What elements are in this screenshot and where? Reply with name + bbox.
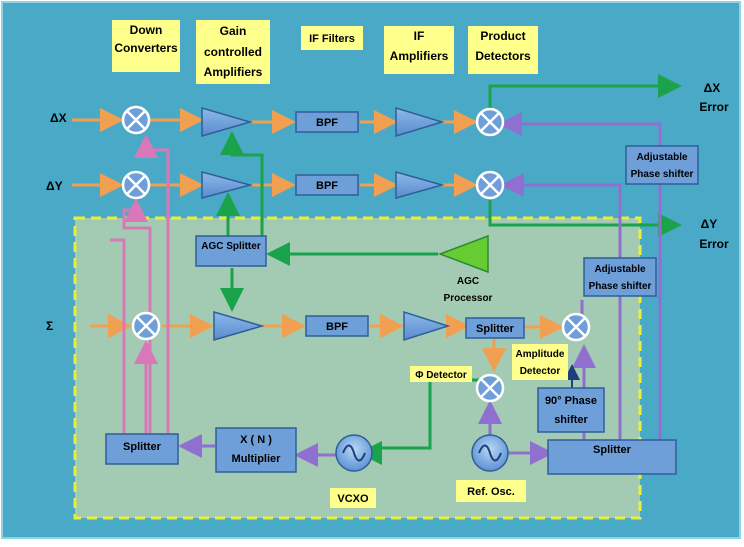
output-dx-line2: Error xyxy=(699,100,729,114)
phi-detector-text: Φ Detector xyxy=(415,370,467,381)
agc-splitter-block: AGC Splitter xyxy=(195,235,267,267)
bpf-sum: BPF xyxy=(305,315,369,337)
header-down-converters-line1: Down xyxy=(130,23,163,37)
adj-phase-bottom-line2: Phase shifter xyxy=(589,281,652,292)
phase-shifter-90-block: 90° Phase shifter xyxy=(537,387,605,433)
amplifier-row1-gain xyxy=(201,107,253,137)
agc-processor-line2: Processor xyxy=(444,293,493,304)
header-if-filters: IF Filters xyxy=(301,26,363,50)
sum-splitter-label: Splitter xyxy=(476,323,515,335)
header-if-amp-line1: IF xyxy=(414,29,425,43)
input-label-sigma: Σ xyxy=(46,319,53,333)
amplitude-detector-line1: Amplitude xyxy=(516,349,565,360)
header-down-converters: Down Converters xyxy=(112,20,180,72)
header-if-filters-text: IF Filters xyxy=(309,33,355,45)
vcxo-text: VCXO xyxy=(337,493,369,505)
mixer-sum-down xyxy=(131,311,161,341)
multiplier-line1: X ( N ) xyxy=(240,434,272,446)
ref-osc-label: Ref. Osc. xyxy=(456,480,526,502)
ref-oscillator xyxy=(471,434,509,472)
amplifier-icon xyxy=(403,310,451,342)
amplifier-row2-if xyxy=(395,171,445,199)
mixers xyxy=(121,105,591,403)
amplifier-icon xyxy=(213,311,265,341)
mixer-cross xyxy=(126,175,146,195)
agc-splitter-label: AGC Splitter xyxy=(201,241,261,252)
lo-splitter-label: Splitter xyxy=(123,441,162,453)
adj-phase-top-line1: Adjustable xyxy=(636,152,688,163)
ref-splitter-label: Splitter xyxy=(593,444,632,456)
header-gain-line1: Gain xyxy=(220,24,247,38)
output-dy-line1: ΔY xyxy=(701,217,718,231)
sine-wave-icon xyxy=(342,444,366,462)
bpf-row2: BPF xyxy=(295,174,359,196)
sum-splitter-block: Splitter xyxy=(465,317,525,339)
amplifier-sum-if xyxy=(403,310,451,342)
input-label-dy: ΔY xyxy=(46,179,63,193)
sine-wave-icon xyxy=(478,444,502,462)
vcxo-label: VCXO xyxy=(330,488,376,508)
mixer-cross xyxy=(480,112,500,132)
amplifier-icon xyxy=(201,107,253,137)
bpf-row2-label: BPF xyxy=(316,180,338,192)
mixer-cross xyxy=(126,110,146,130)
output-dy-line2: Error xyxy=(699,237,729,251)
adj-phase-bottom-line1: Adjustable xyxy=(594,264,646,275)
phase-shifter-90-line1: 90° Phase xyxy=(545,395,597,407)
amplifier-row2-gain xyxy=(201,171,253,199)
amplifier-icon xyxy=(201,171,253,199)
amplifier-icon xyxy=(395,106,445,138)
adj-phase-top-line2: Phase shifter xyxy=(631,169,694,180)
purple-reference-paths xyxy=(178,112,662,467)
ref-osc-text: Ref. Osc. xyxy=(467,486,515,498)
header-if-amp-line2: Amplifiers xyxy=(390,49,449,63)
mixer-dx-down xyxy=(121,105,151,135)
agc-processor-line1: AGC xyxy=(457,276,479,287)
bpf-sum-label: BPF xyxy=(326,321,348,333)
amplifier-icon xyxy=(395,171,445,199)
header-gain-line3: Amplifiers xyxy=(204,65,263,79)
header-down-converters-line2: Converters xyxy=(114,41,178,55)
bpf-row1-label: BPF xyxy=(316,117,338,129)
header-product-line1: Product xyxy=(480,29,525,43)
mixer-dy-product xyxy=(475,170,505,200)
vcxo-oscillator xyxy=(335,434,373,472)
header-if-amplifiers: IF Amplifiers xyxy=(384,26,454,74)
lo-splitter-block: Splitter xyxy=(105,433,179,465)
mixer-dy-down xyxy=(121,170,151,200)
ref-splitter-block: Splitter xyxy=(547,439,677,475)
mixer-amplitude-detector xyxy=(561,312,591,342)
multiplier-block: X ( N ) Multiplier xyxy=(215,427,297,473)
agc-processor-triangle xyxy=(437,234,489,274)
header-gain-line2: controlled xyxy=(204,45,262,59)
mixer-cross xyxy=(136,316,156,336)
mixer-cross xyxy=(566,317,586,337)
adjustable-phase-shifter-bottom: Adjustable Phase shifter xyxy=(583,257,657,297)
input-label-dx: ΔX xyxy=(50,111,67,125)
output-dx-line1: ΔX xyxy=(704,81,721,95)
amplitude-detector-label: Amplitude Detector xyxy=(512,344,568,380)
header-product-line2: Detectors xyxy=(475,49,531,63)
orange-signal-paths xyxy=(72,108,564,372)
mixer-cross xyxy=(480,175,500,195)
adjustable-phase-shifter-top: Adjustable Phase shifter xyxy=(625,145,699,185)
phi-detector-label: Φ Detector xyxy=(410,366,472,382)
multiplier-line2: Multiplier xyxy=(232,453,282,465)
mixer-phi-detector xyxy=(475,373,505,403)
amplifier-row1-if xyxy=(395,106,445,138)
phase-shifter-90-line2: shifter xyxy=(554,414,588,426)
green-control-paths xyxy=(216,74,682,465)
amplifier-sum-gain xyxy=(213,311,265,341)
pink-lo-paths xyxy=(110,134,170,434)
header-product-detectors: Product Detectors xyxy=(468,26,538,74)
mixer-cross xyxy=(480,378,500,398)
mixer-dx-product xyxy=(475,107,505,137)
bpf-row1: BPF xyxy=(295,111,359,133)
amplitude-detector-line2: Detector xyxy=(520,366,561,377)
header-gain-controlled: Gain controlled Amplifiers xyxy=(196,20,270,84)
